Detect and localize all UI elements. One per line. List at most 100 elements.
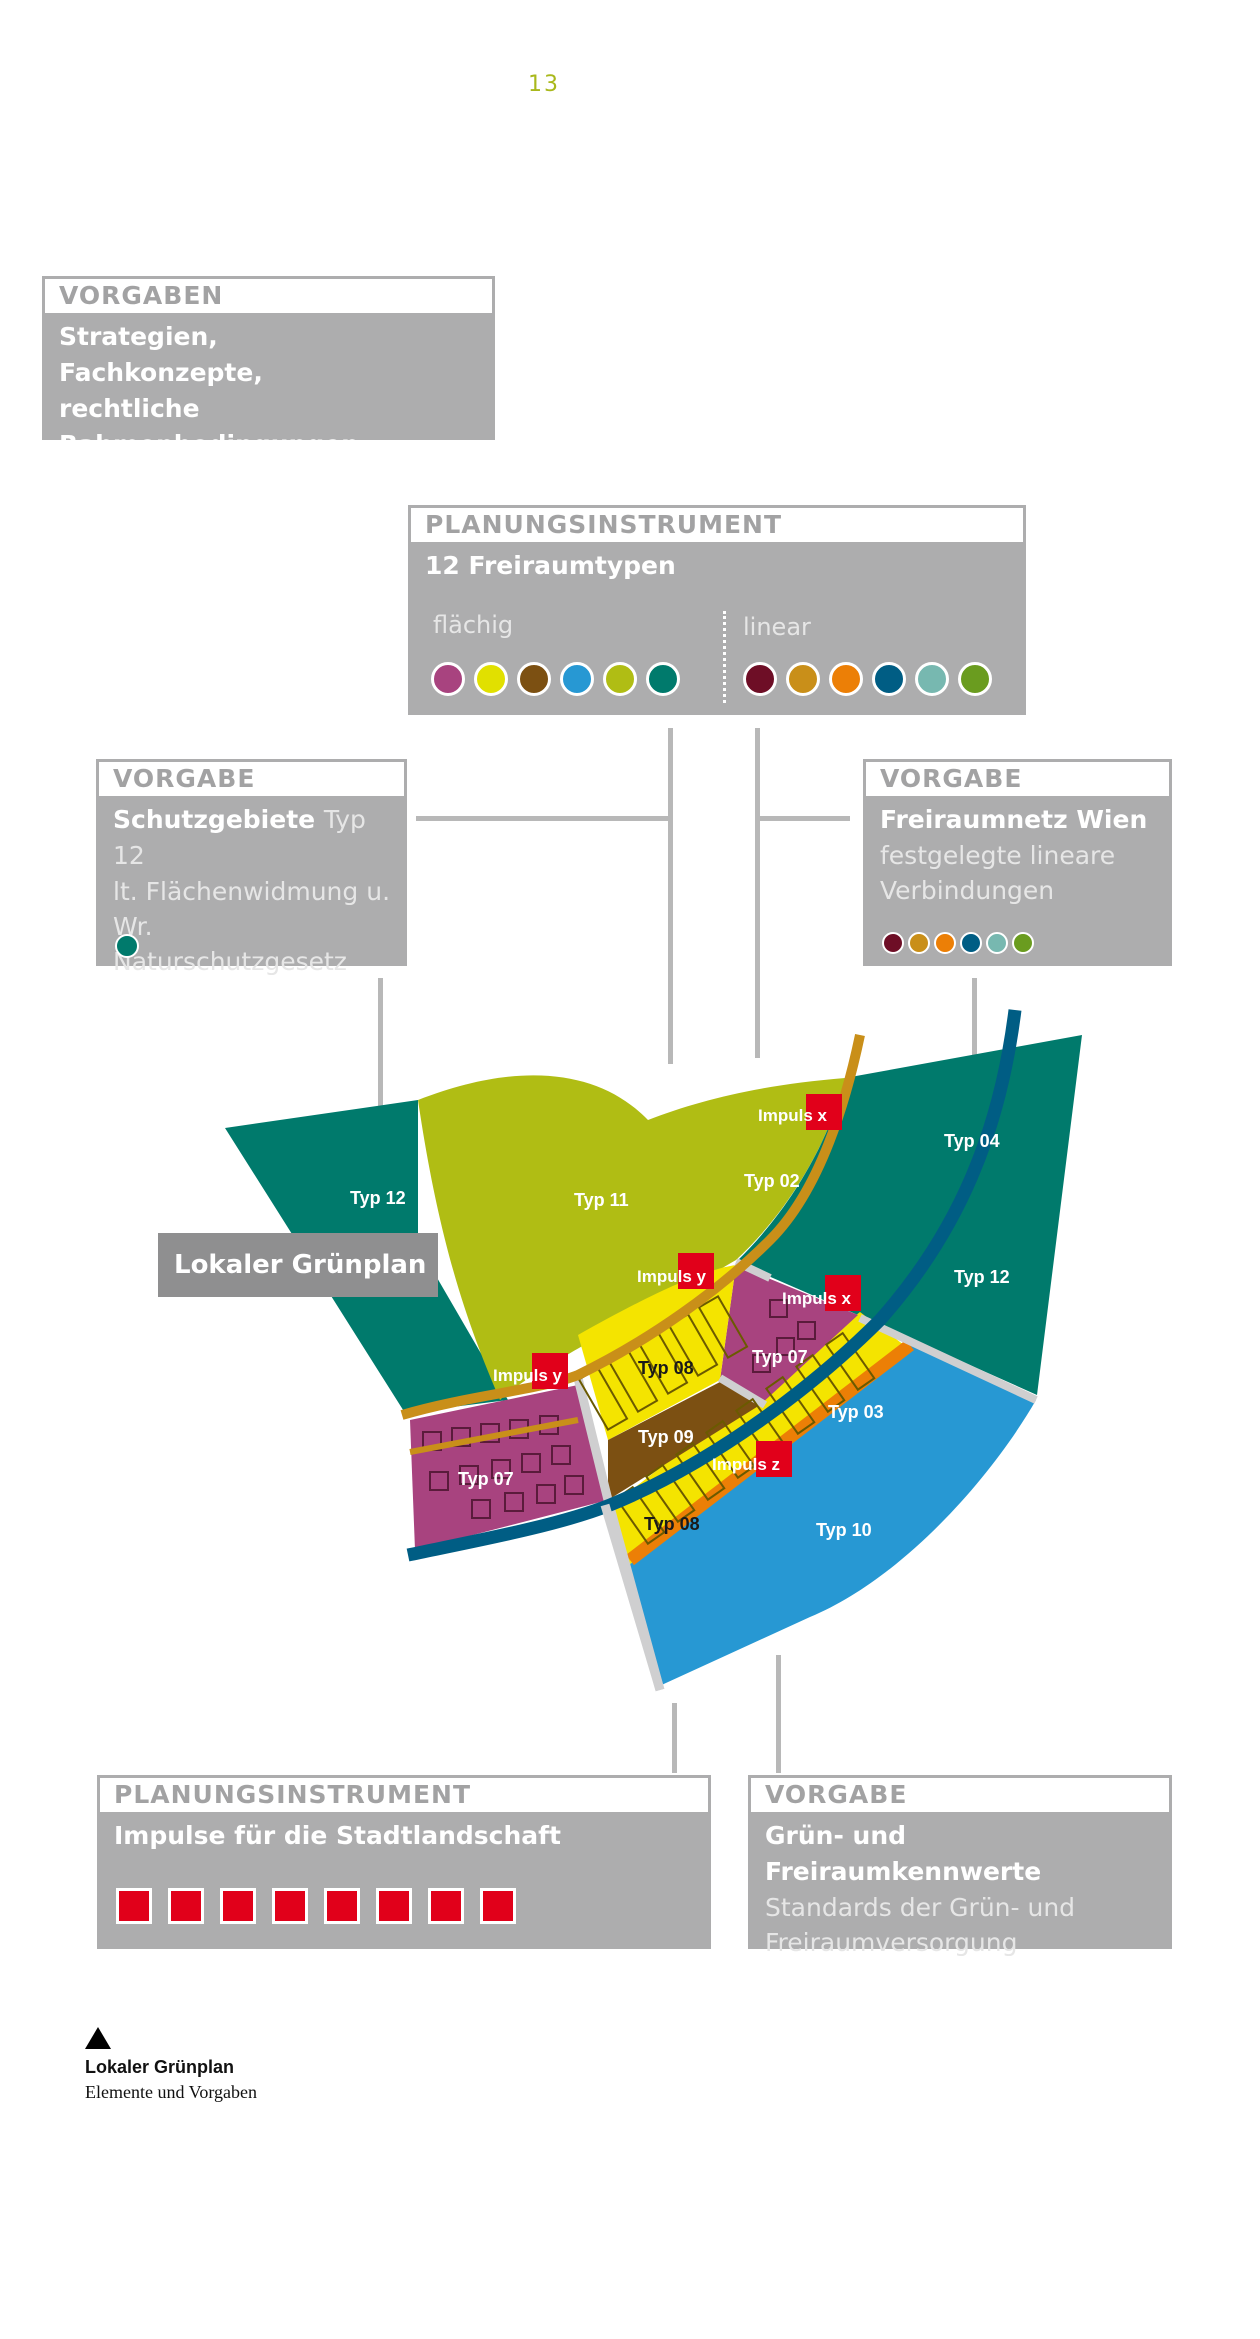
impulse-squares bbox=[116, 1888, 516, 1924]
kennwerte-line-1: Standards der Grün- und bbox=[765, 1893, 1076, 1922]
label-impuls-z: Impuls z bbox=[712, 1455, 780, 1474]
impuls-marker-y1 bbox=[678, 1253, 714, 1289]
freiraumtypen-box: PLANUNGSINSTRUMENT 12 Freiraumtypen fläc… bbox=[408, 505, 1026, 715]
flaechig-dot-4 bbox=[560, 662, 594, 696]
impulse-square-8 bbox=[480, 1888, 516, 1924]
impulse-square-5 bbox=[324, 1888, 360, 1924]
freiraumtypen-title: 12 Freiraumtypen bbox=[425, 551, 676, 580]
linear-dot-1 bbox=[743, 662, 777, 696]
label-typ08-upper: Typ 08 bbox=[638, 1358, 694, 1378]
triangle-icon bbox=[85, 2027, 111, 2049]
label-typ12-right: Typ 12 bbox=[954, 1267, 1010, 1287]
area-typ09 bbox=[608, 1382, 760, 1500]
caption-subtitle: Elemente und Vorgaben bbox=[85, 2082, 257, 2102]
schutzgebiete-typ: Typ 12 bbox=[113, 805, 366, 870]
vorgaben-header: VORGABEN bbox=[45, 279, 492, 313]
kennwerte-title: Grün- und Freiraumkennwerte bbox=[765, 1821, 1042, 1886]
schutzgebiete-box: VORGABE Schutzgebiete Typ 12 lt. Flächen… bbox=[96, 759, 407, 976]
separator bbox=[600, 1503, 665, 1692]
label-typ02: Typ 02 bbox=[744, 1171, 800, 1191]
impulse-square-2 bbox=[168, 1888, 204, 1924]
lokaler-gruenplan-label: Lokaler Grünplan bbox=[158, 1233, 438, 1297]
label-impuls-y1: Impuls y bbox=[637, 1267, 707, 1286]
schutzgebiete-line-2: Wr. Naturschutzgesetz bbox=[113, 912, 347, 976]
flaechig-label: flächig bbox=[433, 611, 514, 639]
vorgaben-line-3: rechtliche Rahmenbedingungen bbox=[59, 394, 359, 459]
schutzgebiete-title: Schutzgebiete bbox=[113, 805, 316, 834]
label-typ09: Typ 09 bbox=[638, 1427, 694, 1447]
schutzgebiete-color-dot bbox=[115, 934, 139, 958]
kennwerte-header: VORGABE bbox=[751, 1778, 1169, 1812]
freiraumnetz-dot-3 bbox=[934, 932, 956, 954]
flaechig-dot-2 bbox=[474, 662, 508, 696]
linear-color-dots bbox=[743, 662, 992, 696]
line-typ02 bbox=[400, 1033, 865, 1420]
freiraumnetz-title: Freiraumnetz Wien bbox=[880, 805, 1148, 834]
freiraumnetz-header: VORGABE bbox=[866, 762, 1169, 796]
impuls-marker-x2 bbox=[825, 1275, 861, 1311]
linear-dot-3 bbox=[829, 662, 863, 696]
line-gold-lower bbox=[409, 1417, 579, 1455]
vorgaben-box: VORGABEN Strategien, Fachkonzepte, recht… bbox=[42, 276, 495, 459]
linear-label: linear bbox=[743, 613, 811, 641]
flaechig-color-dots bbox=[431, 662, 680, 696]
impuls-marker-y2 bbox=[532, 1353, 568, 1389]
freiraumnetz-dot-5 bbox=[986, 932, 1008, 954]
area-typ11 bbox=[418, 1075, 845, 1400]
label-typ04: Typ 04 bbox=[944, 1131, 1000, 1151]
connector bbox=[755, 728, 760, 1058]
label-typ12-left: Typ 12 bbox=[350, 1188, 406, 1208]
figure-caption: Lokaler Grünplan Elemente und Vorgaben bbox=[85, 2027, 257, 2103]
impuls-marker-x1 bbox=[806, 1094, 842, 1130]
label-typ07-upper: Typ 07 bbox=[752, 1347, 808, 1367]
flaechig-dot-6 bbox=[646, 662, 680, 696]
page-number: 13 bbox=[528, 72, 560, 97]
impulse-header: PLANUNGSINSTRUMENT bbox=[100, 1778, 708, 1812]
connector bbox=[668, 728, 673, 1064]
freiraumnetz-box: VORGABE Freiraumnetz Wien festgelegte li… bbox=[863, 759, 1172, 966]
flaechig-dot-1 bbox=[431, 662, 465, 696]
connector bbox=[672, 1703, 677, 1773]
label-impuls-x2: Impuls x bbox=[782, 1289, 852, 1308]
freiraumtypen-header: PLANUNGSINSTRUMENT bbox=[411, 508, 1023, 542]
impuls-marker-z bbox=[756, 1441, 792, 1477]
flaechig-dot-5 bbox=[603, 662, 637, 696]
schutzgebiete-header: VORGABE bbox=[99, 762, 404, 796]
impulse-title: Impulse für die Stadtlandschaft bbox=[114, 1821, 561, 1850]
schutzgebiete-line-1: lt. Flächenwidmung u. bbox=[113, 877, 391, 906]
area-typ10 bbox=[625, 1340, 1036, 1688]
freiraumnetz-dot-2 bbox=[908, 932, 930, 954]
vorgaben-line-1: Strategien, bbox=[59, 322, 218, 351]
freiraumnetz-dot-4 bbox=[960, 932, 982, 954]
linear-dot-5 bbox=[915, 662, 949, 696]
label-typ10: Typ 10 bbox=[816, 1520, 872, 1540]
impulse-box: PLANUNGSINSTRUMENT Impulse für die Stadt… bbox=[97, 1775, 711, 1949]
freiraumnetz-line-1: festgelegte lineare bbox=[880, 841, 1116, 870]
freiraumnetz-dot-6 bbox=[1012, 932, 1034, 954]
connector bbox=[776, 1655, 781, 1773]
freiraumnetz-color-dots bbox=[882, 932, 1034, 954]
freiraumnetz-line-2: Verbindungen bbox=[880, 876, 1055, 905]
connector bbox=[378, 978, 383, 1178]
separator bbox=[717, 1374, 768, 1409]
vorgaben-line-2: Fachkonzepte, bbox=[59, 358, 263, 387]
connector bbox=[758, 816, 850, 821]
line-river bbox=[406, 1009, 1022, 1562]
label-typ03: Typ 03 bbox=[828, 1402, 884, 1422]
kennwerte-line-2: Freiraumversorgung bbox=[765, 1928, 1018, 1957]
linear-dot-6 bbox=[958, 662, 992, 696]
impulse-square-6 bbox=[376, 1888, 412, 1924]
label-impuls-y2: Impuls y bbox=[493, 1366, 563, 1385]
impulse-square-3 bbox=[220, 1888, 256, 1924]
impulse-square-4 bbox=[272, 1888, 308, 1924]
area-typ07-upper bbox=[720, 1265, 858, 1405]
impulse-square-1 bbox=[116, 1888, 152, 1924]
kennwerte-box: VORGABE Grün- und Freiraumkennwerte Stan… bbox=[748, 1775, 1172, 1957]
impulse-square-7 bbox=[428, 1888, 464, 1924]
flaechig-linear-divider bbox=[723, 611, 726, 703]
label-impuls-x1: Impuls x bbox=[758, 1106, 828, 1125]
linear-dot-2 bbox=[786, 662, 820, 696]
separator bbox=[858, 1314, 1038, 1404]
flaechig-dot-3 bbox=[517, 662, 551, 696]
